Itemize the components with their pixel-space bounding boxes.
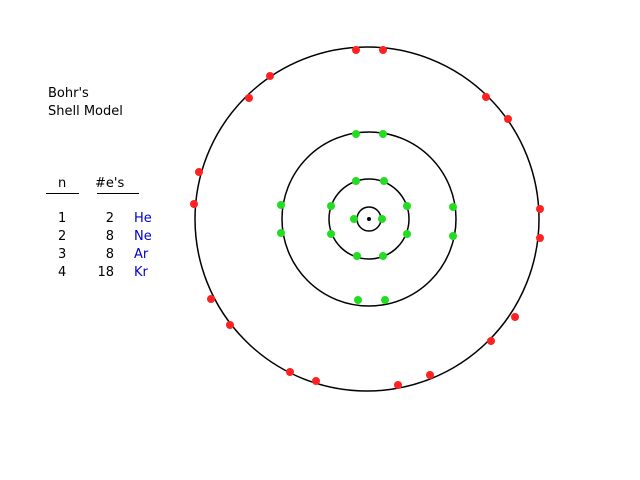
- electron-shell-3: [277, 201, 285, 209]
- table-row: 2 8 Ne: [0, 229, 200, 247]
- header-n: n: [58, 176, 67, 191]
- electron-shell-4: [504, 115, 512, 123]
- electron-shell-4: [195, 168, 203, 176]
- row-n: 4: [58, 265, 67, 280]
- electron-shell-4: [226, 321, 234, 329]
- row-electrons: 2: [105, 211, 114, 226]
- row-element: Ar: [134, 247, 149, 262]
- row-element: He: [134, 211, 152, 226]
- row-element: Ne: [134, 229, 152, 244]
- header-electrons-underline: [97, 193, 139, 194]
- electron-shell-4: [245, 94, 253, 102]
- orbit-shell-3: [281, 131, 457, 307]
- header-electrons: #e's: [95, 176, 125, 191]
- row-n: 3: [58, 247, 67, 262]
- row-electrons: 18: [97, 265, 114, 280]
- electron-shell-3: [352, 130, 360, 138]
- table-row: 3 8 Ar: [0, 247, 200, 265]
- electron-shell-3: [277, 229, 285, 237]
- electron-shell-3: [379, 130, 387, 138]
- row-electrons: 8: [105, 247, 114, 262]
- orbit-shell-2: [328, 178, 410, 260]
- row-electrons: 8: [105, 229, 114, 244]
- electron-shell-2: [352, 177, 360, 185]
- electron-shell-4: [266, 72, 274, 80]
- electrons: [190, 46, 544, 389]
- electron-shell-4: [286, 368, 294, 376]
- electron-shell-1: [378, 215, 386, 223]
- electron-shell-4: [482, 93, 490, 101]
- electron-shell-4: [312, 377, 320, 385]
- electron-shell-3: [449, 203, 457, 211]
- electron-shell-2: [380, 177, 388, 185]
- electron-shell-4: [352, 46, 360, 54]
- electron-shell-4: [536, 234, 544, 242]
- electron-shell-4: [511, 313, 519, 321]
- electron-shell-2: [403, 230, 411, 238]
- nucleus: [367, 217, 371, 221]
- electron-shell-2: [327, 202, 335, 210]
- electron-shell-4: [536, 205, 544, 213]
- title-line-2: Shell Model: [48, 104, 123, 119]
- electron-shell-4: [426, 371, 434, 379]
- orbit-shell-4: [194, 46, 540, 392]
- electron-shell-4: [207, 295, 215, 303]
- row-n: 1: [58, 211, 67, 226]
- electron-shell-2: [379, 252, 387, 260]
- electron-shell-1: [350, 215, 358, 223]
- table-row: 1 2 He: [0, 211, 200, 229]
- row-element: Kr: [134, 265, 148, 280]
- electron-shell-2: [327, 230, 335, 238]
- row-n: 2: [58, 229, 67, 244]
- electron-shell-4: [394, 381, 402, 389]
- electron-shell-4: [379, 46, 387, 54]
- electron-shell-3: [354, 296, 362, 304]
- electron-shell-3: [449, 232, 457, 240]
- header-n-underline: [46, 193, 79, 194]
- table-row: 4 18 Kr: [0, 265, 200, 283]
- electron-shell-3: [381, 296, 389, 304]
- electron-shell-2: [403, 202, 411, 210]
- electron-shell-2: [353, 252, 361, 260]
- electron-shell-4: [487, 337, 495, 345]
- electron-shell-4: [190, 200, 198, 208]
- title-line-1: Bohr's: [48, 86, 89, 101]
